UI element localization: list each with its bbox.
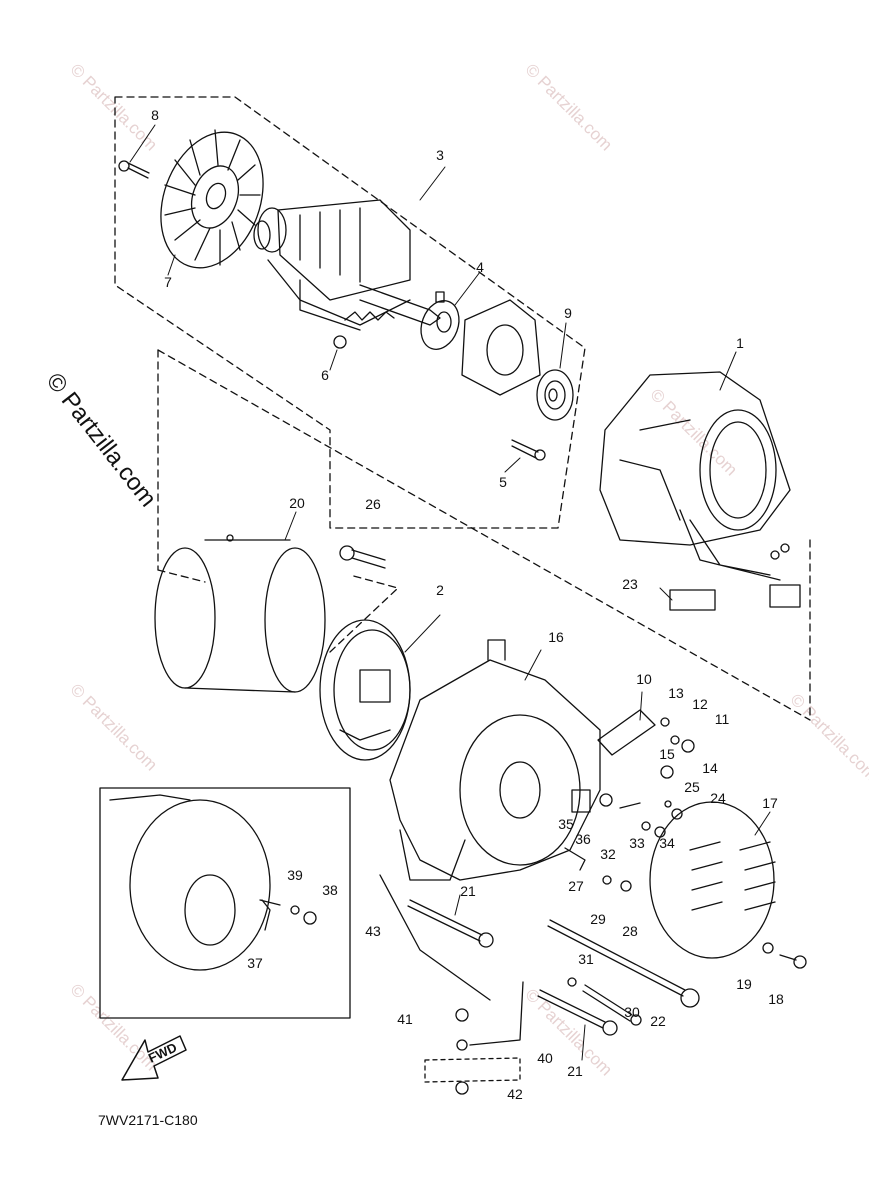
callout-39: 39 — [287, 867, 303, 883]
callout-3: 3 — [436, 147, 444, 163]
callout-38: 38 — [322, 882, 338, 898]
callout-10: 10 — [636, 671, 652, 687]
assembly-boundary-3 — [114, 96, 586, 529]
callout-32: 32 — [600, 846, 616, 862]
callout-17: 17 — [762, 795, 778, 811]
inset-frame — [99, 787, 351, 1019]
callout-25: 25 — [684, 779, 700, 795]
through-bolts — [407, 899, 700, 1036]
bracket-part-4 — [420, 291, 460, 350]
nut-part-6 — [333, 335, 347, 349]
callout-27: 27 — [568, 878, 584, 894]
callout-40: 40 — [537, 1050, 553, 1066]
ground-wire-part-40 — [379, 874, 524, 1095]
bolt-part-18 — [762, 942, 807, 969]
callout-16: 16 — [548, 629, 564, 645]
callout-22: 22 — [650, 1013, 666, 1029]
callout-21: 21 — [567, 1063, 583, 1079]
drawing-code: 7WV2171-C180 — [98, 1112, 198, 1128]
callout-labels: 1234567891011121314151617181920212122232… — [151, 107, 784, 1102]
stator-part-1 — [599, 371, 801, 611]
callout-9: 9 — [564, 305, 572, 321]
callout-leaders — [129, 124, 771, 1061]
callout-11: 11 — [715, 711, 730, 727]
callout-18: 18 — [768, 991, 784, 1007]
callout-23: 23 — [622, 576, 638, 592]
bearing-part-9 — [536, 369, 574, 421]
callout-20: 20 — [289, 495, 305, 511]
callout-1: 1 — [736, 335, 744, 351]
end-cover-part-17 — [649, 801, 776, 959]
callout-13: 13 — [668, 685, 684, 701]
forward-arrow-icon — [121, 1035, 187, 1081]
rotor-assembly — [253, 199, 441, 331]
callout-4: 4 — [476, 259, 484, 275]
callout-24: 24 — [710, 790, 726, 806]
callout-19: 19 — [736, 976, 752, 992]
callout-8: 8 — [151, 107, 159, 123]
cooling-fan-part-7 — [160, 129, 264, 269]
callout-33: 33 — [629, 835, 645, 851]
callout-28: 28 — [622, 923, 638, 939]
rotor-plate-part-2 — [319, 619, 411, 761]
callout-12: 12 — [692, 696, 708, 712]
callout-34: 34 — [659, 835, 675, 851]
callout-42: 42 — [507, 1086, 523, 1102]
callout-29: 29 — [590, 911, 606, 927]
callout-36: 36 — [575, 831, 591, 847]
bolt-part-8 — [118, 160, 150, 179]
callout-37: 37 — [247, 955, 263, 971]
callout-15: 15 — [659, 746, 675, 762]
callout-30: 30 — [624, 1004, 640, 1020]
callout-6: 6 — [321, 367, 329, 383]
callout-2: 2 — [436, 582, 444, 598]
callout-5: 5 — [499, 474, 507, 490]
callout-14: 14 — [702, 760, 718, 776]
housing-band-part-20 — [154, 534, 326, 693]
callout-35: 35 — [558, 816, 574, 832]
callout-21: 21 — [460, 883, 476, 899]
bolt-part-26 — [339, 545, 386, 569]
bolt-part-5 — [511, 439, 546, 461]
callout-43: 43 — [365, 923, 381, 939]
callout-26: 26 — [365, 496, 381, 512]
callout-7: 7 — [164, 274, 172, 290]
callout-41: 41 — [397, 1011, 413, 1027]
housing-part-16 — [389, 639, 601, 881]
callout-31: 31 — [578, 951, 594, 967]
small-hardware — [564, 709, 695, 892]
inset-housing-detail — [109, 794, 317, 971]
exciter-assembly — [461, 299, 541, 396]
